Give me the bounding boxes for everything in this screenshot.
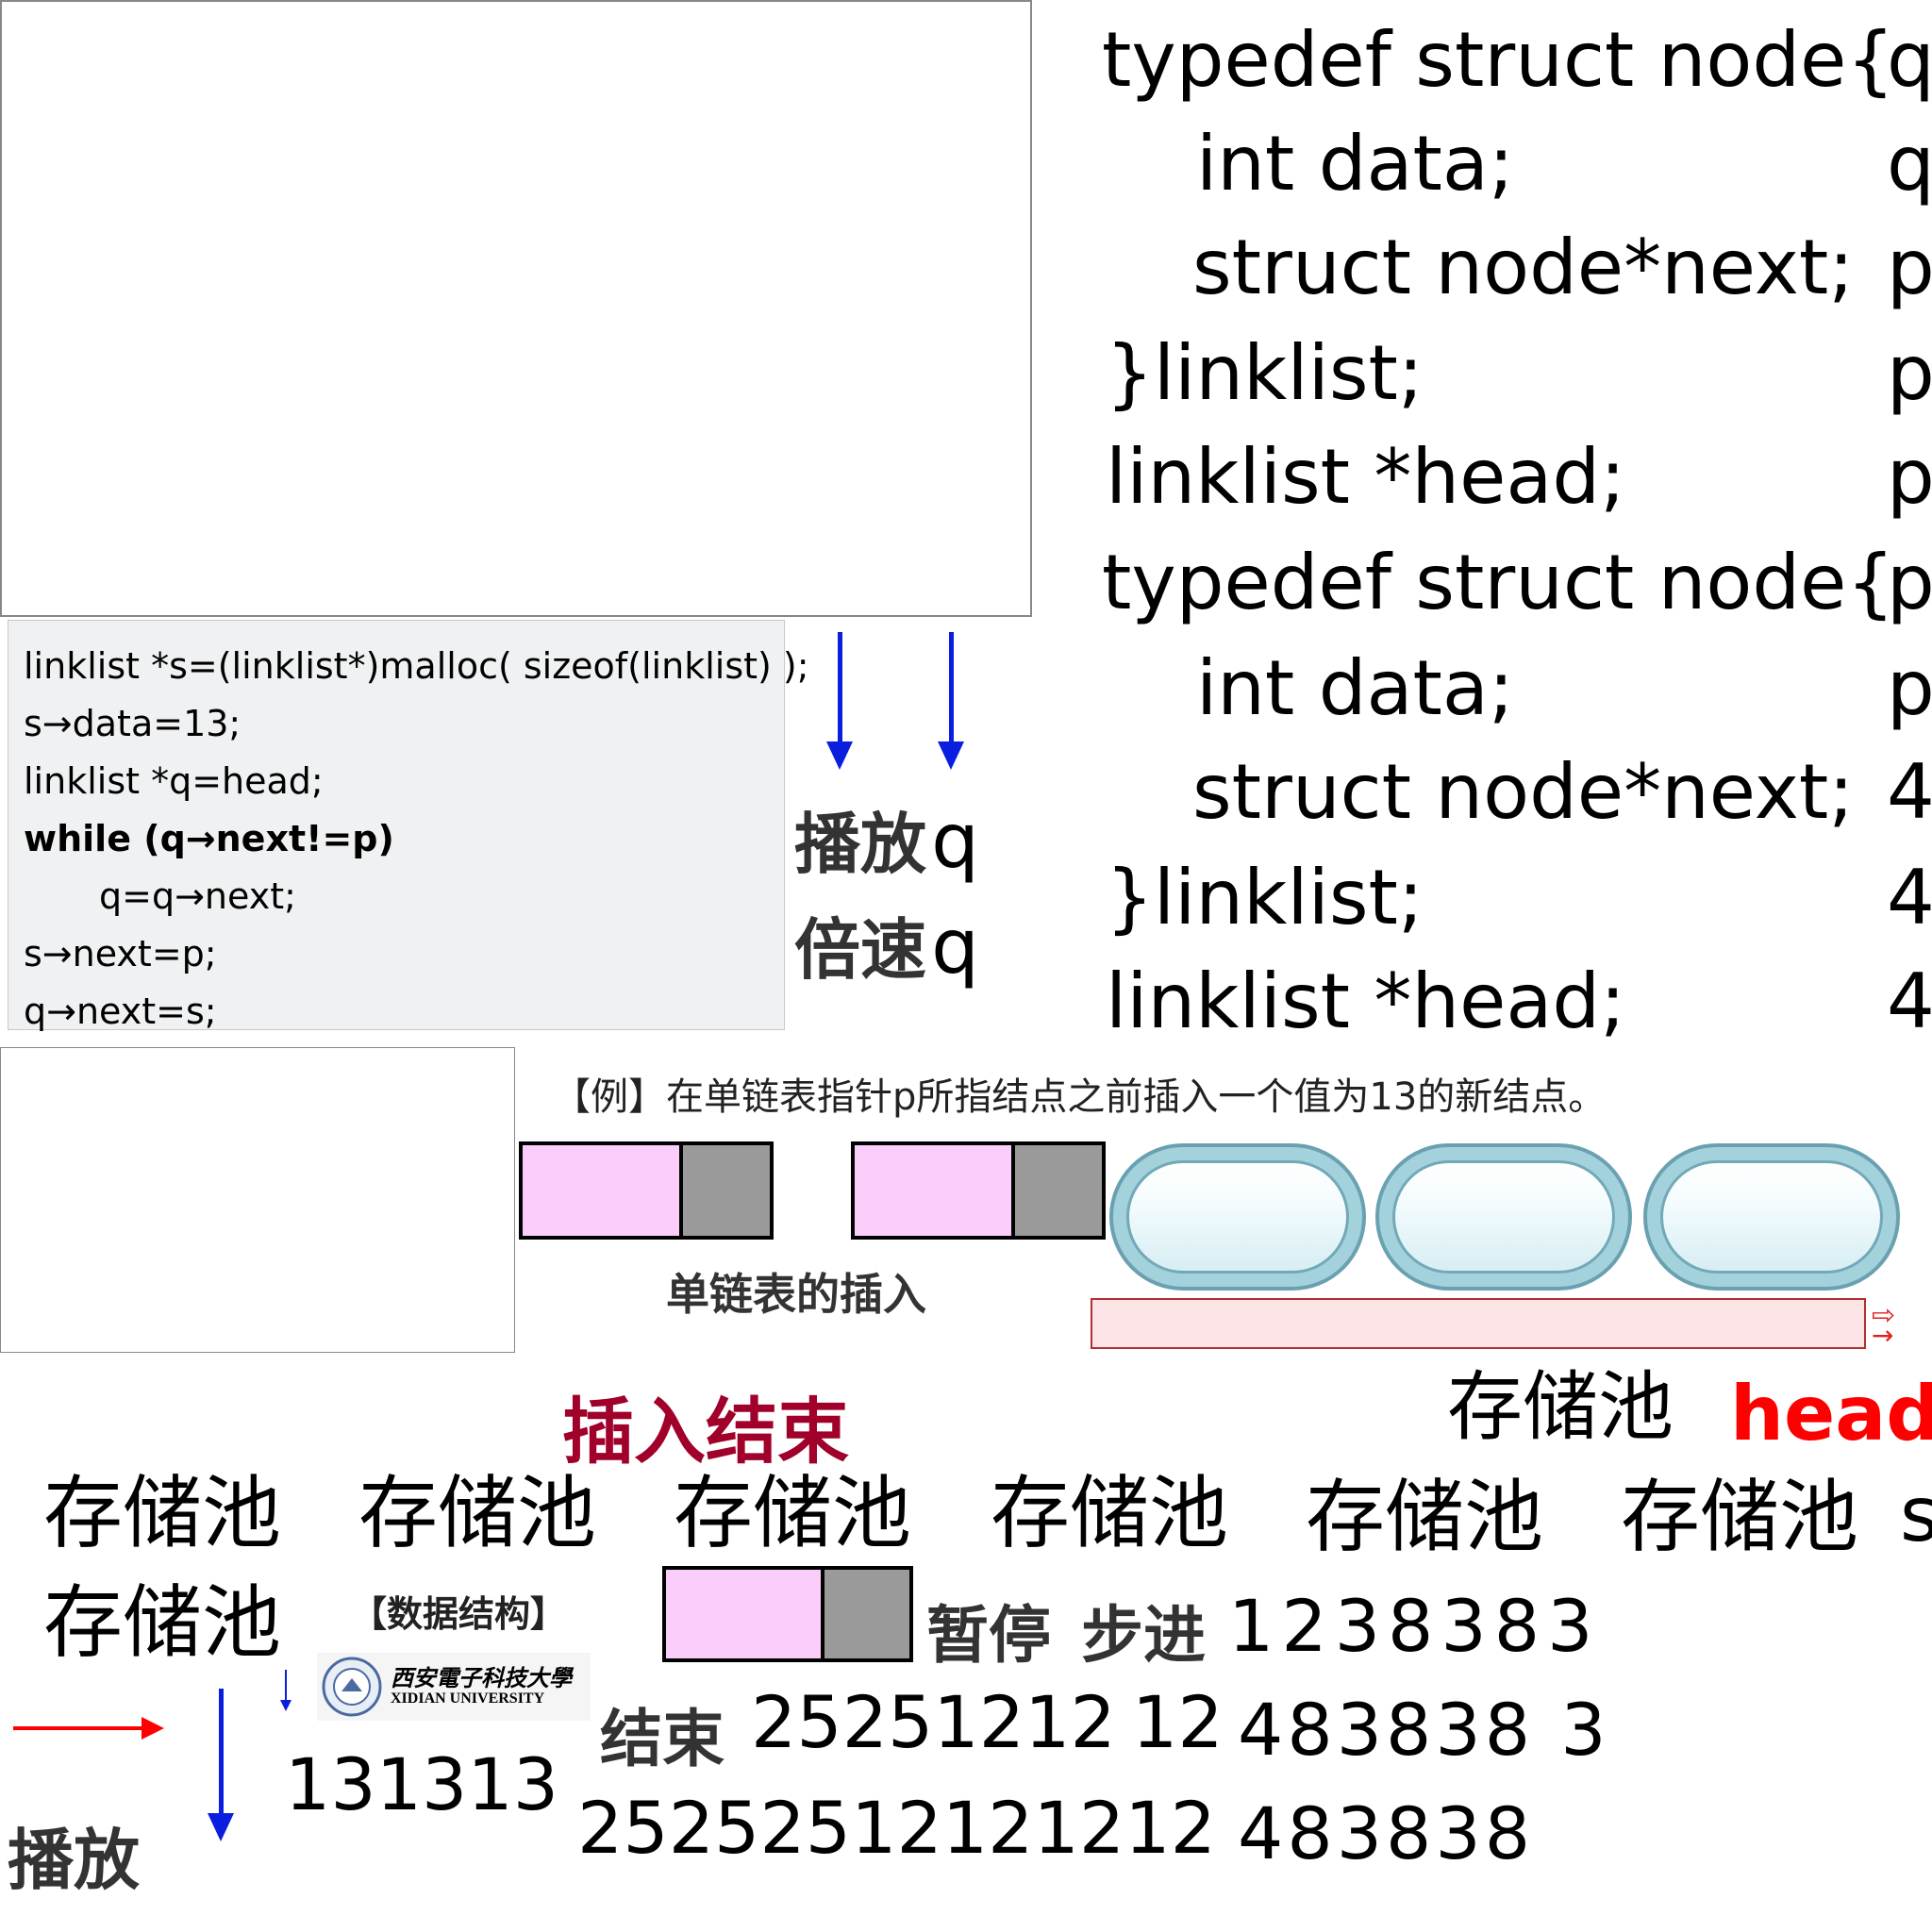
ds-label: 【数据结构】 <box>351 1593 567 1635</box>
code-panel: linklist *s=(linklist*)malloc( sizeof(li… <box>8 620 809 1032</box>
pool-node-2 <box>1375 1143 1632 1291</box>
pointer-arrowhead-4 <box>280 1700 291 1711</box>
right-col-2: p <box>1887 224 1932 311</box>
speed-label: 倍速 <box>794 911 926 989</box>
pool-row-1: 存储池 <box>358 1467 597 1559</box>
nums-row1: 1238383 <box>1228 1584 1601 1668</box>
code-line-typedef-2: typedef struct node{ <box>1102 539 1895 626</box>
right-col-9: 4 <box>1887 958 1932 1045</box>
end-label: 结束 <box>600 1703 724 1775</box>
code-s-next: s→next=p; <box>24 933 217 974</box>
pool-row-3: 存储池 <box>991 1467 1229 1559</box>
canvas-frame-left <box>0 1047 515 1353</box>
subtitle-insert: 单链表的插入 <box>666 1269 926 1320</box>
red-arrowhead <box>142 1717 164 1740</box>
list-node-3 <box>662 1566 913 1662</box>
university-logo: 西安電子科技大學 XIDIAN UNIVERSITY <box>317 1653 591 1721</box>
pool-row-5: 存储池 <box>1621 1471 1859 1563</box>
right-col-4: p <box>1887 433 1932 521</box>
nums-row2-c: 483838 3 <box>1238 1688 1610 1772</box>
code-line-typedef-1: typedef struct node{ <box>1102 16 1895 104</box>
code-q-next: q=q→next; <box>99 875 296 917</box>
nums-row3-b: 25252512121212 <box>577 1786 1216 1870</box>
code-line-head-2: linklist *head; <box>1106 958 1626 1045</box>
right-col-7: 4 <box>1887 748 1932 836</box>
pool-label: 存储池 <box>1447 1363 1674 1451</box>
pointer-arrowhead-2 <box>938 741 964 770</box>
code-assign-data: s→data=13; <box>24 703 242 744</box>
right-col-1: q <box>1887 120 1932 208</box>
speed-suffix: q <box>931 903 979 991</box>
pointer-arrow-4 <box>285 1670 287 1704</box>
pool-row-0: 存储池 <box>43 1467 282 1559</box>
right-col-5: p <box>1887 539 1932 626</box>
right-col-8: 4 <box>1887 854 1932 941</box>
canvas-frame-top <box>0 0 1032 617</box>
code-line-next-2: struct node*next; <box>1192 748 1855 836</box>
pointer-arrow-2 <box>949 632 954 745</box>
code-malloc: linklist *s=(linklist*)malloc( sizeof(li… <box>24 645 809 687</box>
double-arrow-icon: ⇨ <box>1872 1299 1896 1332</box>
pool-bar <box>1091 1298 1866 1349</box>
code-line-next-1: struct node*next; <box>1192 224 1855 311</box>
pool-node-1 <box>1109 1143 1366 1291</box>
university-seal-icon <box>322 1657 382 1717</box>
nums-row3-c: 483838 <box>1238 1791 1535 1875</box>
code-line-linklist-1: }linklist; <box>1106 329 1424 417</box>
step-label: 步进 <box>1081 1599 1206 1672</box>
red-pointer-arrow <box>13 1726 145 1730</box>
code-line-head-1: linklist *head; <box>1106 433 1626 521</box>
code-q-head: linklist *q=head; <box>24 760 324 802</box>
pointer-arrow-1 <box>838 632 842 745</box>
code-line-linklist-2: }linklist; <box>1106 854 1424 941</box>
nums-row3-a: 131313 <box>285 1742 559 1826</box>
code-while: while (q→next!=p) <box>24 818 394 859</box>
step-button[interactable]: 步进 <box>1081 1585 1206 1675</box>
code-q-next-s: q→next=s; <box>24 991 217 1032</box>
pool-row-2: 存储池 <box>674 1467 912 1559</box>
pool-node-3 <box>1643 1143 1900 1291</box>
nums-row2-a: 25251212 <box>751 1680 1116 1764</box>
university-name-en: XIDIAN UNIVERSITY <box>391 1690 545 1707</box>
pointer-arrowhead-3 <box>208 1813 234 1841</box>
small-red-arrow-icon: → <box>1872 1320 1894 1351</box>
play-label: 播放 <box>794 806 926 883</box>
right-col-0: q <box>1887 16 1932 104</box>
play-suffix: q <box>931 797 979 885</box>
pool-second: 存储池 <box>43 1576 282 1669</box>
play-button[interactable]: 播放 q <box>794 804 979 879</box>
play-button-bottom[interactable]: 播放 <box>8 1807 140 1903</box>
right-col-3: p <box>1887 329 1932 417</box>
play-bottom-label: 播放 <box>8 1822 140 1899</box>
end-button[interactable]: 结束 <box>600 1689 724 1779</box>
pointer-arrowhead-1 <box>826 741 853 770</box>
pointer-arrow-3 <box>219 1689 224 1817</box>
nums-row2-b: 12 <box>1132 1680 1224 1764</box>
pause-button[interactable]: 暂停 <box>926 1585 1051 1675</box>
code-line-int-data-1: int data; <box>1196 120 1514 208</box>
pool-row-4: 存储池 <box>1306 1471 1544 1563</box>
example-text: 【例】在单链表指针p所指结点之前插入一个值为13的新结点。 <box>553 1075 1607 1119</box>
list-node-1 <box>519 1141 774 1240</box>
list-node-2 <box>851 1141 1106 1240</box>
university-name-cn: 西安電子科技大學 <box>391 1664 572 1691</box>
pool-row-suffix: s <box>1900 1471 1932 1558</box>
head-label: head <box>1730 1370 1932 1457</box>
right-col-6: p <box>1887 644 1932 732</box>
pause-label: 暂停 <box>926 1599 1051 1672</box>
code-line-int-data-2: int data; <box>1196 644 1514 732</box>
insert-end-label: 插入结束 <box>562 1390 849 1474</box>
speed-button[interactable]: 倍速 q <box>794 909 979 985</box>
